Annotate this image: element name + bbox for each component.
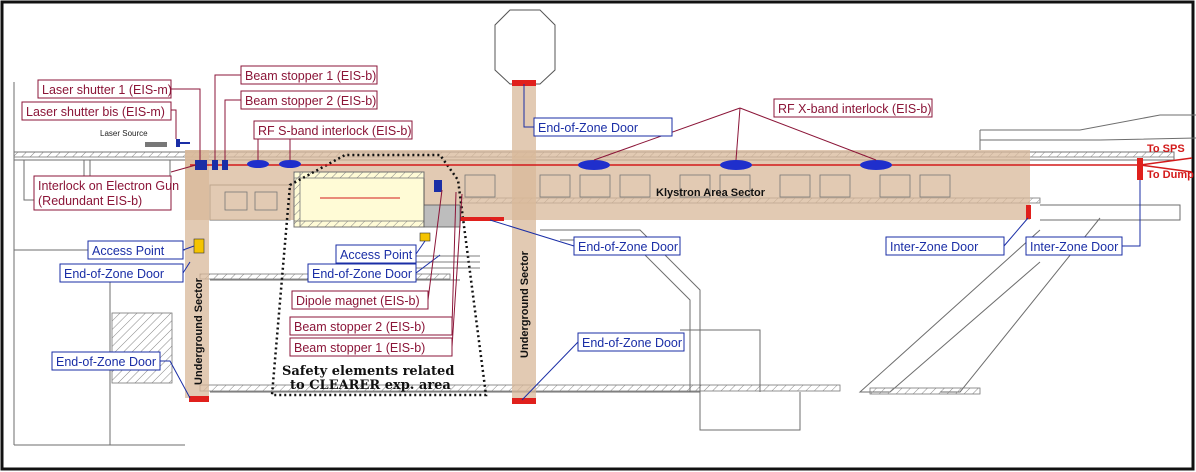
clearer-stopper-block (434, 180, 442, 192)
inter-zone-door-2 (1137, 158, 1143, 180)
laser-source-box (145, 142, 167, 147)
rf-s-band-label: RF S-band interlock (EIS-b) (258, 124, 412, 138)
rf-x-band-interlock-2 (720, 160, 752, 170)
beam-line (176, 142, 1193, 173)
klystron-modules (224, 174, 951, 211)
beam-stopper-1-top-label: Beam stopper 1 (EIS-b) (245, 69, 376, 83)
end-of-zone-top-label: End-of-Zone Door (538, 121, 638, 135)
access-point-center-label: Access Point (340, 248, 413, 262)
beam-stopper-1-bottom-label: Beam stopper 1 (EIS-b) (294, 341, 425, 355)
laser-shutter-block (176, 139, 180, 147)
beam-stopper-2-top-label: Beam stopper 2 (EIS-b) (245, 94, 376, 108)
electron-gun (195, 160, 207, 170)
beam-stopper-2-bottom-label: Beam stopper 2 (EIS-b) (294, 320, 425, 334)
underground-sector-mid-label: Underground Sector (519, 250, 531, 358)
laser-source-label: Laser Source (100, 129, 148, 138)
access-point-left-marker (193, 238, 205, 254)
rf-x-band-label: RF X-band interlock (EIS-b) (778, 102, 932, 116)
interlock-gun-label-line1: Interlock on Electron Gun (38, 179, 179, 193)
door-klystron-left (460, 217, 504, 221)
inter-zone-door-1-label: Inter-Zone Door (890, 240, 978, 254)
laser-shutter-1-label: Laser shutter 1 (EIS-m) (42, 83, 172, 97)
safety-elements-line1: Safety elements related (282, 364, 454, 379)
beam-stopper-block (212, 160, 218, 170)
end-of-zone-bottom-left-label: End-of-Zone Door (56, 355, 156, 369)
end-of-zone-center-label: End-of-Zone Door (312, 267, 412, 281)
access-point-center-marker (419, 232, 431, 242)
clearer-area (293, 171, 461, 228)
underground-sector-mid-fill (512, 84, 536, 400)
rf-s-band-interlock-1 (247, 160, 269, 168)
safety-elements-line2: to CLEARER exp. area (290, 378, 451, 393)
beam-stopper-block-2 (222, 160, 228, 170)
access-shaft (494, 9, 556, 85)
access-point-left-label: Access Point (92, 244, 165, 258)
door-bottom-left (189, 396, 209, 402)
inter-zone-door-2-label: Inter-Zone Door (1030, 240, 1118, 254)
rf-x-band-interlock-1 (578, 160, 610, 170)
klystron-sector-label: Klystron Area Sector (656, 187, 766, 199)
underground-sector-left-label: Underground Sector (193, 277, 205, 385)
to-dump-label: To Dump (1147, 169, 1194, 181)
leader-lines (160, 74, 1141, 401)
interlock-gun-label-line2: (Redundant EIS-b) (38, 194, 142, 208)
door-top-mid (512, 80, 536, 86)
to-sps-label: To SPS (1147, 143, 1185, 155)
door-bottom-mid (512, 398, 536, 404)
rf-s-band-interlock-2 (279, 160, 301, 168)
end-of-zone-bottom-mid-label: End-of-Zone Door (582, 336, 682, 350)
dipole-magnet-label: Dipole magnet (EIS-b) (296, 294, 420, 308)
end-of-zone-mid-label: End-of-Zone Door (578, 240, 678, 254)
rf-x-band-interlock-3 (860, 160, 892, 170)
inter-zone-door-1 (1026, 205, 1031, 219)
laser-shutter-bis-label: Laser shutter bis (EIS-m) (26, 105, 165, 119)
center-stairs (410, 255, 480, 269)
end-of-zone-left-label: End-of-Zone Door (64, 267, 164, 281)
